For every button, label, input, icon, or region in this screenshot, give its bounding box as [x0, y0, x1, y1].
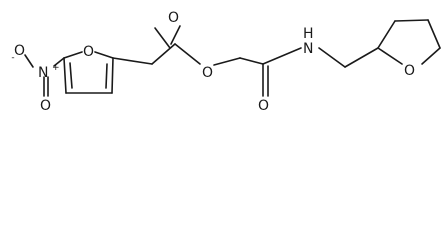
atom-amide-h: H: [303, 26, 314, 42]
bond-carbonyl-o-a: [154, 27, 171, 49]
bond-ester-o-ch2: [213, 57, 241, 66]
atom-nitro-o-minus: O: [14, 43, 25, 59]
charge-plus: +: [52, 63, 60, 73]
bond-c2-c3: [111, 57, 114, 94]
atom-labels: O - N + O O O O O H N O: [11, 10, 415, 114]
bond-ch2-co: [239, 57, 264, 65]
bond-ch2-thf: [344, 47, 379, 68]
bond-co-n: [262, 47, 302, 65]
bond-thf-c3-c4: [394, 19, 429, 22]
chemical-structure-diagram: O - N + O O O O O H N O: [11, 10, 441, 114]
bond-carbonyl-c: [151, 43, 176, 65]
bond-thf-c5-o: [421, 47, 441, 65]
bond-c4-c5: [63, 57, 67, 94]
atom-nitro-n: N: [38, 65, 48, 81]
bond-carbonyl-o-b: [170, 25, 181, 45]
bond-c4-c5-inner: [69, 62, 73, 89]
atom-ester-o: O: [202, 65, 213, 81]
charge-minus: -: [11, 53, 14, 63]
bond-c3-c3-inner: [105, 63, 108, 89]
atom-carbonyl-o: O: [168, 10, 179, 26]
bond-n-ch2: [318, 47, 346, 68]
bond-o-n: [24, 54, 34, 68]
bond-o1-c2: [94, 51, 114, 59]
atom-amide-n: N: [303, 41, 313, 57]
bond-thf-o-c2: [377, 47, 403, 65]
bond-thf-c2-c3: [377, 20, 396, 49]
atom-nitro-o-double: O: [40, 98, 51, 114]
atom-amide-o: O: [258, 98, 269, 114]
bond-c2-carbonyl: [112, 57, 153, 65]
atom-furan-o: O: [83, 44, 94, 60]
bond-c5-o1: [63, 51, 83, 59]
bond-carbonyl-ester-o: [174, 43, 201, 65]
bond-thf-c4-c5: [427, 19, 441, 49]
atom-thf-o: O: [404, 63, 415, 79]
structure-canvas: O - N + O O O O O H N O: [11, 10, 441, 114]
bonds: [24, 19, 441, 97]
bond-n-c5: [53, 57, 65, 67]
